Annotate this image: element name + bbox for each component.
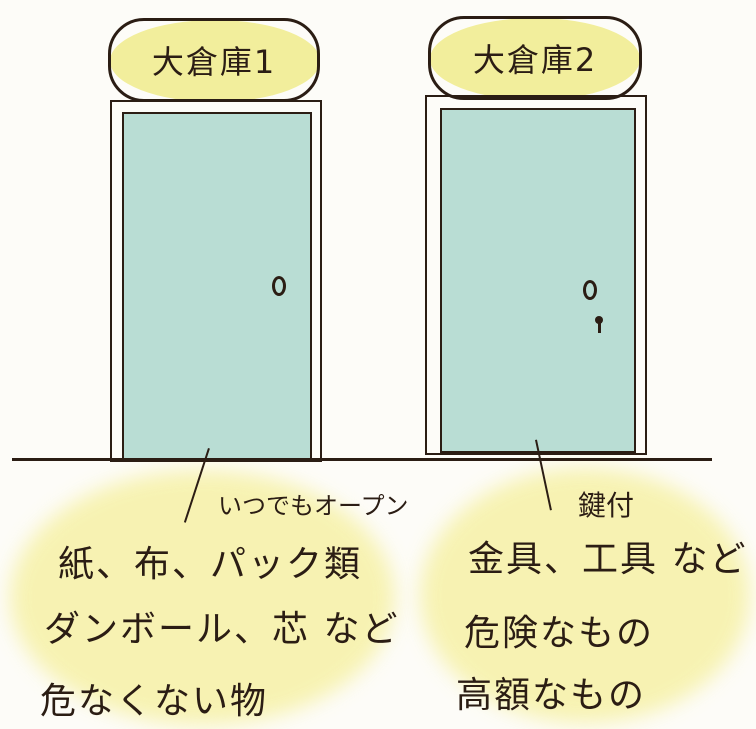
door-2-frame <box>425 95 647 455</box>
storeroom-2-access-note: 鍵付 <box>578 489 635 522</box>
storeroom-1-title: 大倉庫1 <box>151 43 277 81</box>
storeroom-2-title: 大倉庫2 <box>472 41 598 79</box>
storeroom-2-item-1: 金具、工具 など <box>468 539 748 580</box>
storeroom-2-item-3: 高額なもの <box>456 675 647 716</box>
note-highlight-1 <box>10 470 395 725</box>
door-1-knob[interactable] <box>272 276 286 296</box>
floor-line <box>12 458 712 461</box>
door-2-keyhole-icon <box>595 316 603 324</box>
storeroom-1-access-note: いつでもオープン <box>218 492 409 520</box>
storeroom-1-item-1: 紙、布、パック類 <box>58 544 363 585</box>
storeroom-2-item-2: 危険なもの <box>464 613 655 654</box>
title-highlight-2 <box>430 18 640 100</box>
door-2[interactable] <box>440 108 636 453</box>
storeroom-1-item-2: ダンボール、芯 など <box>44 609 400 650</box>
storeroom-1-title-badge: 大倉庫1 <box>108 18 320 102</box>
door-2-keyslot <box>597 321 601 333</box>
storeroom-2-title-badge: 大倉庫2 <box>428 16 642 100</box>
door-1[interactable] <box>122 112 312 462</box>
door-2-knob[interactable] <box>583 280 597 300</box>
note-highlight-2 <box>420 468 750 723</box>
storeroom-1-item-3: 危なくない物 <box>40 681 269 722</box>
